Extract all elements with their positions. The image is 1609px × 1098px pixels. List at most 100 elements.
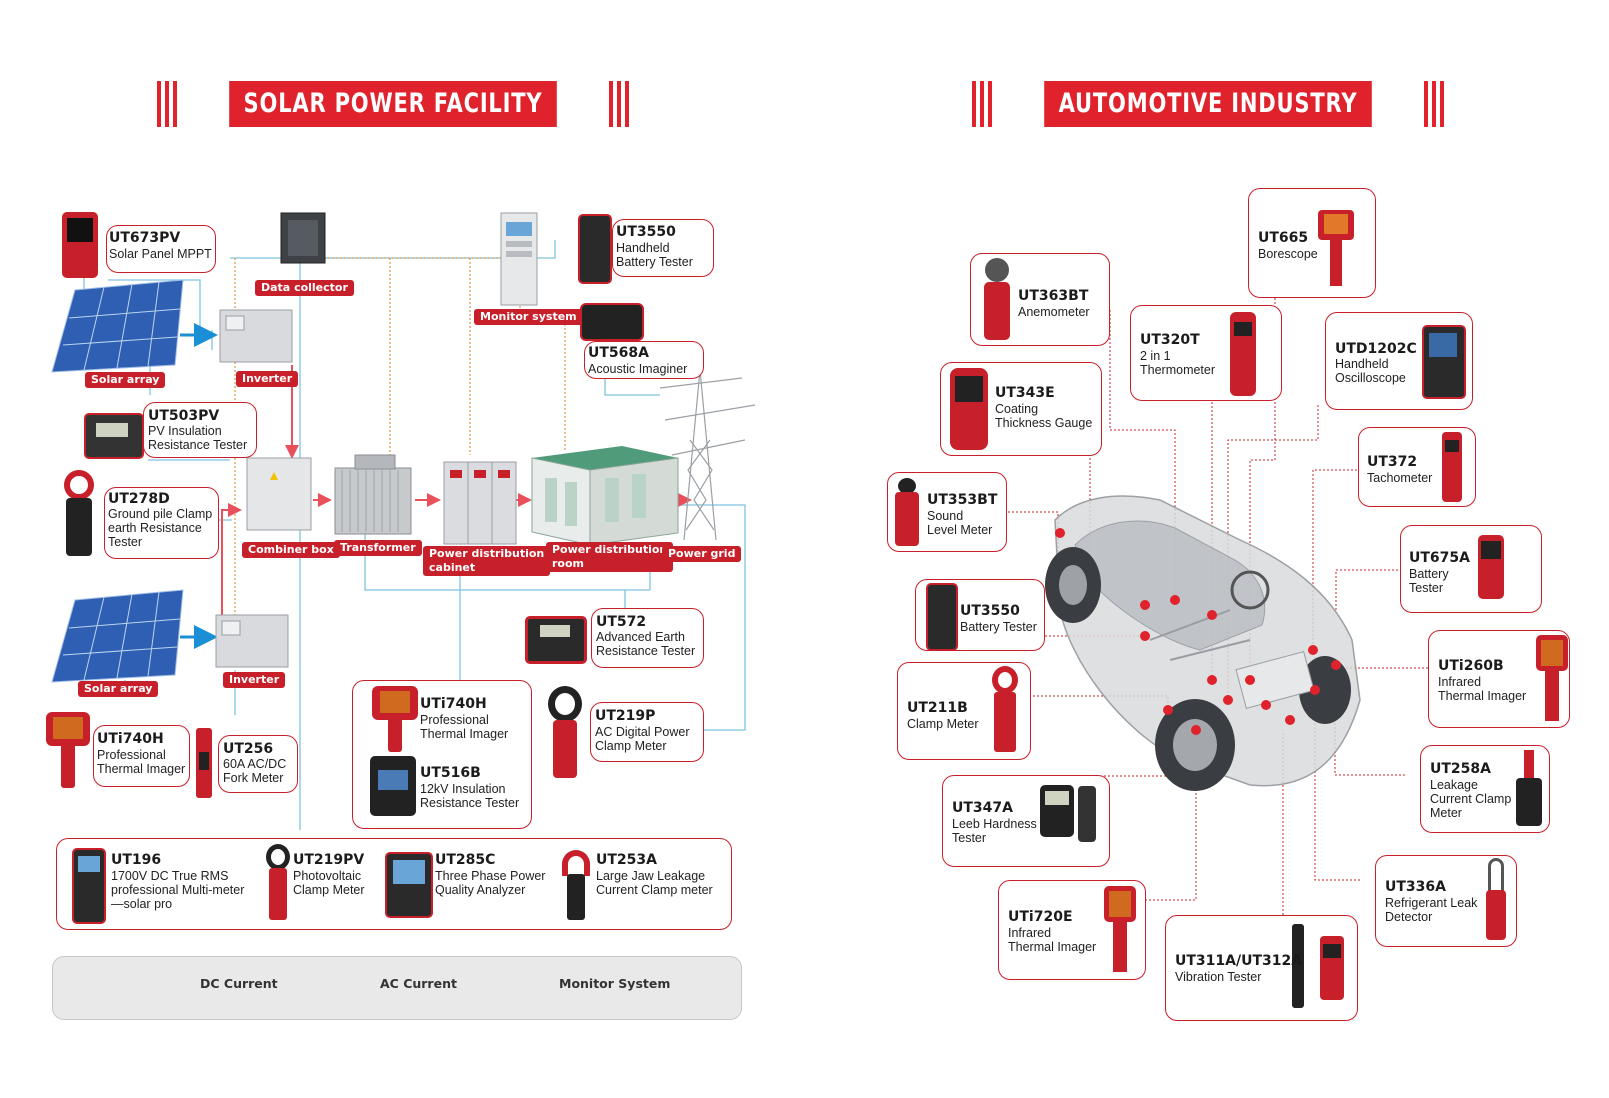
card-ut665 — [1248, 188, 1376, 298]
desc-ut253a-1: Large Jaw Leakage — [596, 869, 706, 883]
model-ut503pv: UT503PV — [148, 408, 220, 424]
desc-uti740h-b-2: Thermal Imager — [97, 762, 186, 776]
desc-ut285c-2: Quality Analyzer — [435, 883, 526, 897]
uti260b-device-icon — [1536, 635, 1568, 723]
solar-title: SOLAR POWER FACILITY SOLUTIONS — [229, 81, 557, 165]
desc-uti720e-2: Thermal Imager — [1008, 940, 1097, 954]
model-ut196: UT196 — [111, 852, 162, 868]
card-uti740h-b — [93, 725, 190, 787]
desc-utd1202c-1: Handheld — [1335, 357, 1389, 371]
desc-ut256-1: 60A AC/DC — [223, 757, 287, 771]
ut256-device-icon — [196, 728, 212, 798]
desc-ut196-3: —solar pro — [111, 897, 173, 911]
legend-dc: DC Current — [200, 976, 278, 991]
ut311a-device-icon — [1320, 936, 1344, 1000]
desc-ut503pv-2: Resistance Tester — [148, 438, 248, 452]
desc-ut353bt-1: Sound — [927, 509, 964, 523]
desc-ut343e-1: Coating — [995, 402, 1039, 416]
card-ut675a — [1400, 525, 1542, 613]
uti720e-device-icon — [1104, 886, 1136, 974]
desc-ut258a-2: Current Clamp — [1430, 792, 1512, 806]
desc-utd1202c-2: Oscilloscope — [1335, 371, 1406, 385]
desc-ut253a-2: Current Clamp meter — [596, 883, 713, 897]
desc-ut3550-2: Battery Tester — [616, 255, 693, 269]
model-ut665: UT665 — [1258, 230, 1309, 246]
measure-points — [1055, 528, 1341, 735]
ut665-device-icon — [1318, 210, 1354, 288]
model-ut311a: UT311A/UT312A — [1175, 953, 1303, 969]
desc-uti740h-a-2: Thermal Imager — [420, 727, 509, 741]
desc-ut516b-1: 12kV Insulation — [420, 782, 506, 796]
ut568a-device-icon — [580, 303, 644, 341]
model-uti260b: UTi260B — [1438, 658, 1504, 674]
desc-ut572-2: Resistance Tester — [596, 644, 696, 658]
label-power-grid: Power grid — [662, 546, 742, 562]
ut347a-device-icon — [1040, 785, 1074, 837]
model-ut258a: UT258A — [1430, 761, 1491, 777]
legend-ac: AC Current — [380, 976, 457, 991]
desc-ut363bt: Anemometer — [1018, 305, 1090, 319]
card-ut256 — [218, 735, 298, 793]
desc-ut675a-2: Tester — [1409, 581, 1444, 595]
car-icon — [1045, 495, 1361, 791]
auto-title-banner: AUTOMOTIVE INDUSTRY SOLUTIONS — [972, 81, 1446, 165]
card-ut320t — [1130, 305, 1282, 401]
card-ut572 — [591, 608, 704, 668]
model-ut516b: UT516B — [420, 765, 481, 781]
model-ut675a: UT675A — [1409, 550, 1470, 566]
desc-ut568a: Acoustic Imaginer — [588, 362, 688, 376]
model-ut673pv: UT673PV — [109, 230, 181, 246]
desc-ut673pv: Solar Panel MPPT — [109, 247, 212, 261]
ut336a-device-icon — [1484, 858, 1508, 942]
label-monitor-system: Monitor system — [474, 309, 583, 325]
inverter-icon — [215, 614, 289, 668]
desc-ut196-1: 1700V DC True RMS — [111, 869, 229, 883]
model-uti740h-b: UTi740H — [97, 731, 164, 747]
ut253a-device-icon — [562, 850, 590, 922]
uti740h-device-icon — [46, 712, 90, 790]
solar-panel-icon — [51, 279, 184, 373]
desc-ut256-2: Fork Meter — [223, 771, 284, 785]
ut516b-device-icon — [370, 756, 416, 816]
desc-ut372: Tachometer — [1367, 471, 1433, 485]
desc-ut285c-1: Three Phase Power — [435, 869, 546, 883]
label-data-collector: Data collector — [255, 280, 354, 296]
data-collector-icon — [280, 212, 326, 264]
ut675a-device-icon — [1478, 535, 1504, 599]
label-solar-array-2: Solar array — [78, 681, 159, 697]
desc-ut258a-3: Meter — [1430, 806, 1462, 820]
desc-ut196-2: professional Multi-meter — [111, 883, 245, 897]
ut3550-device-icon — [578, 214, 612, 284]
ut278d-device-icon — [62, 470, 96, 558]
desc-uti260b-1: Infrared — [1438, 675, 1482, 689]
label-inverter-1: Inverter — [236, 371, 299, 387]
ut347a-probe-icon — [1078, 786, 1096, 842]
model-ut336a: UT336A — [1385, 879, 1446, 895]
inverter-icon — [219, 309, 293, 363]
card-ut503pv — [143, 402, 257, 458]
ut3550-device-icon — [926, 583, 958, 651]
model-utd1202c: UTD1202C — [1335, 341, 1417, 357]
desc-uti720e-1: Infrared — [1008, 926, 1052, 940]
model-ut347a: UT347A — [952, 800, 1013, 816]
ut285c-device-icon — [385, 852, 433, 918]
ut363bt-device-icon — [982, 258, 1012, 342]
model-ut353bt: UT353BT — [927, 492, 998, 508]
desc-ut278d-3: Tester — [108, 535, 143, 549]
transformer-icon — [334, 454, 412, 535]
ut572-device-icon — [525, 616, 587, 664]
desc-ut336a-2: Detector — [1385, 910, 1433, 924]
distribution-room-icon — [531, 446, 679, 546]
power-tower-icon — [659, 369, 756, 541]
label-transformer: Transformer — [334, 540, 422, 556]
desc-ut211b: Clamp Meter — [907, 717, 979, 731]
model-ut219p: UT219P — [595, 708, 656, 724]
ut258a-device-icon — [1516, 750, 1542, 828]
ut211b-device-icon — [990, 666, 1020, 754]
desc-ut3550-auto: Battery Tester — [960, 620, 1037, 634]
